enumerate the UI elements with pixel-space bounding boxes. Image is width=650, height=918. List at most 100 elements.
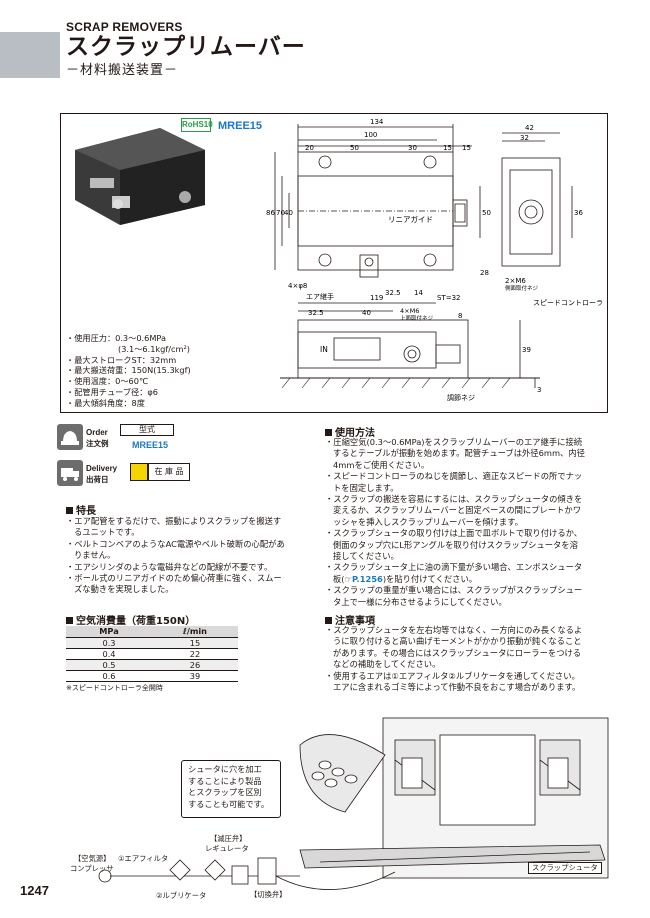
- air-source-label: 【空気源】: [74, 854, 111, 863]
- dim-label: 32: [520, 134, 529, 142]
- spec-item: (3.1～6.1kgf/cm²): [118, 343, 190, 354]
- m6-top-sub-label: 上面取付ネジ: [400, 314, 434, 322]
- switch-valve-label: 【切換弁】: [250, 890, 287, 899]
- cell: 22: [152, 648, 238, 660]
- rohs-badge: RoHS10: [181, 118, 213, 132]
- col-lmin: ℓ/min: [152, 626, 238, 638]
- usage-item: ・スクラップの搬送を容易にするには、スクラップシュータの傾きを変えるか、スクラッ…: [325, 494, 583, 527]
- adjust-screw-label: 調節ネジ: [447, 393, 475, 402]
- order-label: Order: [86, 428, 108, 437]
- pressure-reducer-label: 【減圧弁】: [210, 834, 247, 843]
- english-title: SCRAP REMOVERS: [66, 20, 183, 34]
- col-mpa: MPa: [66, 626, 152, 638]
- spec-item: ・使用圧力：0.3～0.6MPa: [66, 333, 167, 343]
- regulator-label: レギュレータ: [205, 844, 249, 853]
- spec-list: ・使用圧力：0.3～0.6MPa (3.1～6.1kgf/cm²) ・最大ストロ…: [66, 333, 191, 409]
- spec-item: ・最大傾斜角度：8度: [66, 397, 145, 408]
- order-label-jp: 注文例: [86, 439, 109, 448]
- cell: 0.6: [66, 670, 152, 682]
- dim-label: 40: [284, 209, 293, 217]
- usage-item: ・スクラップシュータ上に油の滴下量が多い場合、エンボスシュータ板(☞P.1256…: [325, 562, 585, 585]
- scrap-chute-label: スクラップシュータ: [528, 862, 602, 874]
- cell: 0.4: [66, 648, 152, 660]
- caution-item: ・使用するエアは①エアフィルタ②ルブリケータを通してください。エアに含まれるゴミ…: [325, 670, 581, 693]
- m6-label: 2×M6: [505, 277, 526, 285]
- dim-label: 20: [305, 144, 314, 152]
- air-heading: 空気消費量（荷重150N）: [66, 612, 195, 627]
- spec-item: ・最大ストロークST：32mm: [66, 354, 177, 365]
- feature-item: ・エアシリンダのような電磁弁などの配線が不要です。: [66, 561, 273, 572]
- lubricator-label: ②ルブリケータ: [156, 891, 207, 900]
- usage-item: ・スピードコントローラのねじを調節し、適正なスピードの所でナットを固定します。: [325, 471, 583, 493]
- feature-item: ・エア配管をするだけで、振動によりスクラップを搬送するユニットです。: [66, 516, 282, 538]
- callout-line: とスクラップを区別: [188, 787, 262, 797]
- dim-label: 15: [443, 144, 452, 152]
- features-heading: 特長: [66, 502, 96, 517]
- delivery-label-jp: 出荷日: [86, 475, 109, 484]
- dim-label: 36: [574, 209, 583, 217]
- delivery-label: Delivery: [86, 464, 118, 473]
- spec-item: ・最大搬送荷重：150N(15.3kgf): [66, 365, 191, 376]
- speed-controller-label: スピードコントローラ: [533, 299, 603, 307]
- dim-label: 42: [525, 124, 534, 132]
- callout-line: することにより製品: [188, 775, 262, 786]
- dim-label: 50: [350, 144, 359, 152]
- holes-label: 4×φ8: [288, 282, 307, 290]
- dim-label: ST=32: [437, 294, 461, 302]
- table-header-row: MPa ℓ/min: [66, 626, 238, 638]
- subtitle: －材料搬送装置－: [66, 63, 179, 78]
- in-label: IN: [320, 345, 328, 354]
- dim-label: 32.5: [385, 289, 401, 297]
- dim-label: 3: [537, 386, 541, 394]
- dim-label: 70: [276, 209, 285, 217]
- usage-text: ・スクラップシュータ上に油の滴下量が多い場合、エンボスシュータ板(: [325, 562, 583, 584]
- dim-label: 86: [266, 209, 275, 217]
- truck-icon: [57, 460, 83, 486]
- spec-item: ・使用温度：0～60℃: [66, 376, 149, 387]
- feature-item: ・ボール式のリニアガイドのため偏心荷重に強く、スムーズな動きを実現しました。: [66, 573, 282, 595]
- phone-icon: [57, 424, 83, 450]
- callout-line: シュータに穴を加工: [188, 764, 262, 774]
- dim-label: 15: [462, 144, 471, 152]
- caution-heading: 注意事項: [325, 612, 375, 627]
- usage-item: ・スクラップシュータの取り付けは上面で皿ボルトで取り付けるか、側面のタップ穴にL…: [325, 528, 583, 562]
- usage-heading: 使用方法: [325, 424, 375, 439]
- chute-callout: シュータに穴を加工 することにより製品 とスクラップを区別 することも可能です。: [181, 760, 281, 818]
- japanese-title: スクラップリムーバー: [66, 34, 306, 60]
- header-tab-strip: [0, 32, 60, 78]
- cell: 39: [152, 670, 238, 682]
- dim-label: 40: [362, 309, 371, 317]
- box-icon: [130, 463, 148, 481]
- dim-label: 134: [370, 118, 384, 126]
- callout-line: することも可能です。: [188, 798, 270, 809]
- dim-label: 30: [408, 144, 417, 152]
- features-list: ・エア配管をするだけで、振動によりスクラップを搬送するユニットです。 ・ベルトコ…: [66, 516, 288, 596]
- cell: 26: [152, 659, 238, 671]
- type-value: MREE15: [132, 440, 169, 450]
- dim-label: 39: [522, 346, 531, 354]
- usage-item: ・圧縮空気(0.3～0.6MPa)をスクラップリムーバーのエア継手に接続するとテ…: [325, 437, 585, 470]
- cell: 0.3: [66, 637, 152, 649]
- linear-guide-label: リニアガイド: [388, 214, 433, 224]
- cell: 0.5: [66, 659, 152, 671]
- m6-top-label: 4×M6: [400, 307, 419, 315]
- product-frame: [60, 113, 608, 413]
- air-filter-label: ①エアフィルタ: [118, 854, 169, 863]
- model-title: MREE15: [218, 120, 263, 132]
- m6-sub-label: 側面取付ネジ: [505, 284, 539, 292]
- stock-badge: 在 庫 品: [148, 463, 190, 481]
- dim-label: 100: [364, 131, 377, 139]
- dim-label: 14: [414, 289, 423, 297]
- dim-label: 119: [370, 294, 383, 302]
- usage-text: )を貼り付けてください。: [382, 573, 478, 584]
- dim-label: 32.5: [308, 309, 324, 317]
- feature-item: ・ベルトコンベアのようなAC電源やベルト破断の心配がありません。: [66, 538, 285, 561]
- air-note: ※スピードコントローラ全開時: [66, 684, 163, 692]
- page-reference-link[interactable]: P.1256: [352, 573, 383, 584]
- cell: 15: [152, 637, 238, 649]
